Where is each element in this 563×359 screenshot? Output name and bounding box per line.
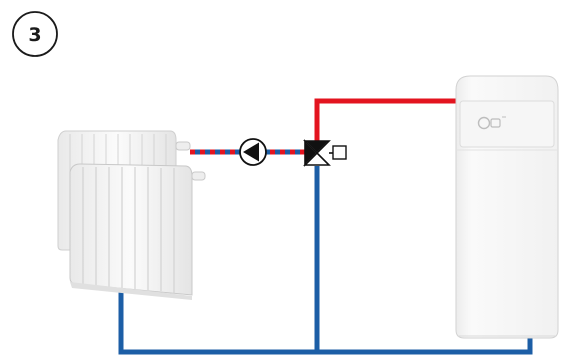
step-badge: 3: [12, 11, 58, 57]
boiler-icon: [455, 75, 559, 339]
supply-pipe: [314, 98, 456, 141]
boiler-logo-icon: [477, 116, 506, 130]
pump-icon: [239, 138, 267, 166]
return-pipe: [118, 166, 533, 355]
step-badge-number: 3: [28, 24, 41, 46]
radiator-icon: [57, 130, 206, 300]
valve-icon: [303, 139, 333, 167]
step-badge-circle: [12, 11, 58, 57]
actuator-icon: [332, 145, 347, 160]
radiator-front: [69, 163, 206, 300]
